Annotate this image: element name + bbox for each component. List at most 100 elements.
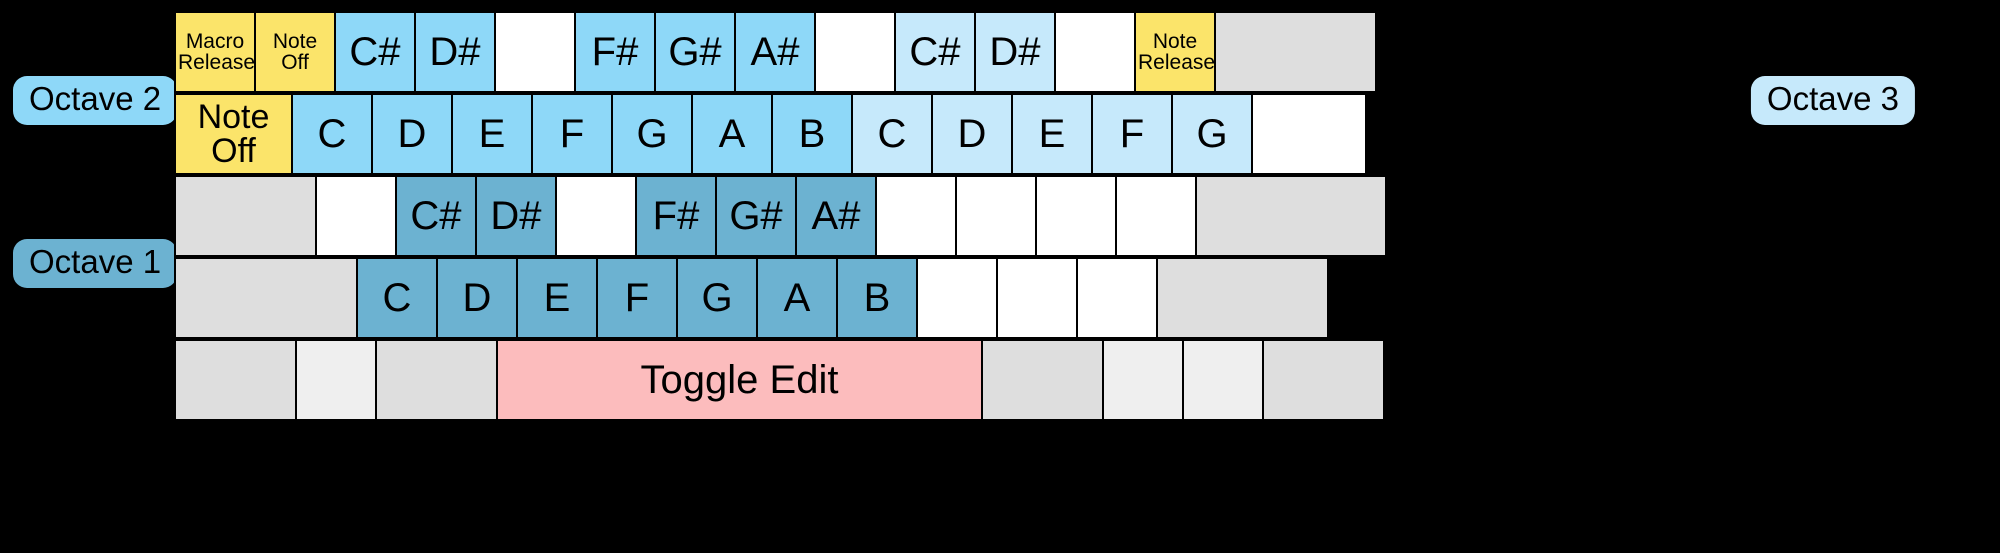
key-zxcv-row-6-a[interactable]: A	[756, 257, 838, 339]
key-asdf-row-4-blank	[555, 175, 637, 257]
key-label: G	[636, 112, 668, 156]
octave-1-badge: Octave 1	[13, 239, 178, 288]
key-asdf-row-3-dsharp[interactable]: D#	[475, 175, 557, 257]
key-label: C	[877, 112, 907, 156]
key-asdf-row-0-blank	[174, 175, 317, 257]
key-space-row-7-blank	[1262, 339, 1385, 421]
octave-3-badge-label: Octave 3	[1766, 80, 1899, 117]
key-space-row-5-blank	[1102, 339, 1184, 421]
octave-2-badge-label: Octave 2	[29, 80, 162, 117]
key-label: C	[382, 276, 412, 320]
key-label: C#	[349, 30, 401, 74]
key-number-row-6-gsharp[interactable]: G#	[654, 11, 736, 93]
key-zxcv-row-3-e[interactable]: E	[516, 257, 598, 339]
key-qwerty-row-12-g[interactable]: G	[1171, 93, 1253, 175]
key-label: E	[1038, 112, 1066, 156]
key-qwerty-row-7-b[interactable]: B	[771, 93, 853, 175]
key-qwerty-row-0-note-off[interactable]: Note Off	[174, 93, 293, 175]
key-label: D#	[989, 30, 1041, 74]
key-number-row-0-macro-release[interactable]: Macro Release	[174, 11, 256, 93]
keyboard-row-space-row: Toggle Edit	[174, 339, 1391, 421]
key-label: F	[559, 112, 585, 156]
key-qwerty-row-11-f[interactable]: F	[1091, 93, 1173, 175]
key-number-row-12-note-release[interactable]: Note Release	[1134, 11, 1216, 93]
key-label: D	[397, 112, 427, 156]
key-label: D	[462, 276, 492, 320]
key-asdf-row-11-blank	[1115, 175, 1197, 257]
key-number-row-9-csharp[interactable]: C#	[894, 11, 976, 93]
key-asdf-row-2-csharp[interactable]: C#	[395, 175, 477, 257]
key-asdf-row-12-blank	[1195, 175, 1387, 257]
key-qwerty-row-6-a[interactable]: A	[691, 93, 773, 175]
key-asdf-row-5-fsharp[interactable]: F#	[635, 175, 717, 257]
key-zxcv-row-5-g[interactable]: G	[676, 257, 758, 339]
key-number-row-13-blank	[1214, 11, 1377, 93]
key-space-row-6-blank	[1182, 339, 1264, 421]
key-zxcv-row-9-blank	[996, 257, 1078, 339]
key-zxcv-row-1-c[interactable]: C	[356, 257, 438, 339]
key-label: B	[863, 276, 891, 320]
key-label: A#	[811, 194, 861, 238]
key-label: Note Off	[197, 98, 270, 170]
key-label: D#	[429, 30, 481, 74]
key-space-row-0-blank	[174, 339, 297, 421]
key-qwerty-row-1-c[interactable]: C	[291, 93, 373, 175]
key-asdf-row-8-blank	[875, 175, 957, 257]
key-label: Macro Release	[178, 30, 256, 74]
key-qwerty-row-3-e[interactable]: E	[451, 93, 533, 175]
key-zxcv-row-0-blank	[174, 257, 358, 339]
key-number-row-1-note-off[interactable]: Note Off	[254, 11, 336, 93]
key-qwerty-row-8-c[interactable]: C	[851, 93, 933, 175]
key-zxcv-row-7-b[interactable]: B	[836, 257, 918, 339]
key-label: A	[718, 112, 746, 156]
key-label: F#	[591, 30, 639, 74]
key-label: Toggle Edit	[640, 358, 839, 402]
key-zxcv-row-10-blank	[1076, 257, 1158, 339]
key-label: F#	[652, 194, 700, 238]
key-label: A	[783, 276, 811, 320]
key-label: D#	[490, 194, 542, 238]
key-asdf-row-1-blank	[315, 175, 397, 257]
key-asdf-row-10-blank	[1035, 175, 1117, 257]
key-qwerty-row-10-e[interactable]: E	[1011, 93, 1093, 175]
key-qwerty-row-2-d[interactable]: D	[371, 93, 453, 175]
key-qwerty-row-9-d[interactable]: D	[931, 93, 1013, 175]
key-asdf-row-6-gsharp[interactable]: G#	[715, 175, 797, 257]
key-label: A#	[750, 30, 800, 74]
key-number-row-2-csharp[interactable]: C#	[334, 11, 416, 93]
key-qwerty-row-4-f[interactable]: F	[531, 93, 613, 175]
key-label: E	[478, 112, 506, 156]
key-zxcv-row-11-blank	[1156, 257, 1329, 339]
key-label: G#	[729, 194, 783, 238]
key-label: B	[798, 112, 826, 156]
key-asdf-row-7-asharp[interactable]: A#	[795, 175, 877, 257]
key-qwerty-row-5-g[interactable]: G	[611, 93, 693, 175]
key-label: F	[1119, 112, 1145, 156]
key-number-row-7-asharp[interactable]: A#	[734, 11, 816, 93]
key-space-row-2-blank	[375, 339, 498, 421]
key-label: E	[543, 276, 571, 320]
key-zxcv-row-4-f[interactable]: F	[596, 257, 678, 339]
key-number-row-10-dsharp[interactable]: D#	[974, 11, 1056, 93]
key-label: G	[1196, 112, 1228, 156]
key-zxcv-row-8-blank	[916, 257, 998, 339]
key-label: G	[701, 276, 733, 320]
octave-3-badge: Octave 3	[1750, 76, 1915, 125]
key-label: G#	[668, 30, 722, 74]
key-label: C#	[410, 194, 462, 238]
key-label: Note Release	[1138, 30, 1216, 74]
key-number-row-5-fsharp[interactable]: F#	[574, 11, 656, 93]
key-qwerty-row-13-blank	[1251, 93, 1367, 175]
key-label: D	[957, 112, 987, 156]
key-number-row-11-blank	[1054, 11, 1136, 93]
key-zxcv-row-2-d[interactable]: D	[436, 257, 518, 339]
key-number-row-8-blank	[814, 11, 896, 93]
key-number-row-3-dsharp[interactable]: D#	[414, 11, 496, 93]
octave-1-badge-label: Octave 1	[29, 243, 162, 280]
key-space-row-4-blank	[981, 339, 1104, 421]
key-space-row-3-toggle-edit[interactable]: Toggle Edit	[496, 339, 983, 421]
